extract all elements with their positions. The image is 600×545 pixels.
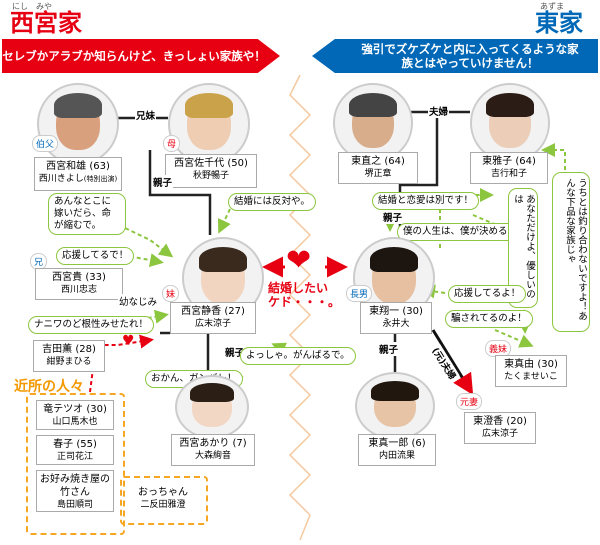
tetsuo-name: 竜テツオ (30): [43, 404, 107, 415]
ojichan-card: おっちゃん 二反田雅澄: [127, 484, 199, 514]
center-label-2: ケド・・・。: [268, 295, 341, 309]
kaoru-actor: 紺野まひる: [46, 357, 92, 367]
kazuo-name: 西宮和雄 (63): [46, 161, 110, 172]
mayu-line-bubble: うちとは釣り合わないですよ！あんな下品な家族じゃ: [552, 172, 590, 332]
nishimiya-family-title: 西宮家: [10, 9, 82, 37]
haruko-name: 春子 (55): [53, 439, 97, 450]
shoichi-name: 東翔一 (30): [369, 306, 423, 317]
sachiyo-card: 西宮佐千代 (50) 秋野暢子: [165, 154, 257, 188]
shinichiro-name: 東真一郎 (6): [368, 438, 426, 449]
mayu-actor: たくませいこ: [504, 372, 558, 382]
ojichan-box: [120, 476, 208, 525]
kazuo-photo: [37, 83, 119, 165]
sachiyo-line-bubble: 結婚には反対や。: [228, 193, 316, 211]
takashi-card: 西宮貴 (33) 西川忠志: [35, 268, 123, 300]
parent-label-4: 親子: [378, 342, 400, 356]
center-label-1: 結婚したい: [268, 281, 329, 295]
parent-label-2: 親子: [224, 345, 246, 359]
ruby-miya: みや: [36, 2, 52, 11]
takashi-actor: 西川忠志: [60, 285, 97, 295]
takashi-line-bubble: 応援してるで！: [56, 247, 135, 265]
mother-badge: 母: [163, 135, 181, 152]
ruby-azuma: あずま: [540, 2, 564, 11]
sumika-name: 東澄香 (20): [473, 416, 527, 427]
uncle-badge: 伯父: [32, 135, 59, 152]
kazuo-actor-note: (特別出演): [83, 175, 118, 183]
heart-small-icon: ♥: [122, 333, 135, 349]
shoichi-card: 東翔一 (30) 永井大: [360, 302, 432, 334]
shoichi-line-bubble: 僕の人生は、僕が決める！: [397, 223, 524, 241]
akari-actor: 大森絢音: [194, 451, 231, 461]
childhood-friend-label: 幼なじみ: [118, 294, 159, 308]
nishimiya-banner-text: セレブかアラブか知らんけど、きっしょい家族や！: [2, 49, 266, 63]
shizuka-line-bubble: よっしゃ。がんばるで。: [240, 347, 356, 365]
masako-card: 東雅子 (64) 吉行和子: [470, 152, 548, 184]
heart-icon: ❤: [286, 243, 312, 278]
sister-badge: 妹: [162, 285, 180, 302]
akari-photo: [175, 375, 249, 439]
parent-label-1: 親子: [152, 175, 174, 189]
ruby-nishi: にし: [12, 2, 28, 11]
shinichiro-actor: 内田流果: [378, 451, 415, 461]
naoyuki-actor: 堺正章: [364, 169, 392, 179]
naoyuki-name: 東直之 (64): [351, 156, 405, 167]
ojichan-actor: 二反田雅澄: [140, 500, 186, 510]
take-san-actor: 島田順司: [56, 500, 93, 510]
akari-name: 西宮あかり (7): [179, 438, 247, 449]
sumika-card: 東澄香 (20) 広末涼子: [464, 412, 536, 444]
azuma-banner-text: 強引でズケズケと内に入ってくるような家族とはやっていけません！: [361, 42, 579, 70]
naoyuki-line-bubble: 結婚と恋愛は別です！: [372, 192, 480, 210]
azuma-banner: 強引でズケズケと内に入ってくるような家族とはやっていけません！: [312, 39, 598, 73]
kazuo-card: 西宮和雄 (63) 西川きよし(特別出演): [34, 157, 122, 191]
akari-card: 西宮あかり (7) 大森絢音: [171, 434, 255, 466]
naoyuki-photo: [333, 83, 413, 163]
kaoru-name: 吉田薫 (28): [42, 344, 96, 355]
eldest-son-badge: 長男: [346, 285, 373, 302]
siblings-label: 兄妹: [135, 108, 157, 122]
haruko-actor: 正司花江: [56, 452, 93, 462]
take-san-name-1: お好み焼き屋の: [40, 474, 110, 485]
take-san-card: お好み焼き屋の 竹さん 島田順司: [36, 470, 114, 512]
tetsuo-card: 竜テツオ (30) 山口馬木也: [36, 400, 114, 430]
masako-photo: [470, 83, 550, 163]
mayu-name: 東真由 (30): [504, 359, 558, 370]
sachiyo-actor: 秋野暢子: [192, 171, 229, 181]
parent-label-3: 親子: [382, 210, 404, 224]
masako-name: 東雅子 (64): [482, 156, 536, 167]
kazuo-line-bubble: あんなとこに嫁いだら、命が縮むで。: [48, 193, 126, 235]
kaoru-line-bubble: ナニワのど根性みせたれ！: [28, 316, 155, 334]
shizuka-name: 西宮静香 (27): [181, 306, 245, 317]
take-san-name-2: 竹さん: [60, 487, 90, 498]
shizuka-actor: 広末涼子: [194, 319, 231, 329]
haruko-card: 春子 (55) 正司花江: [36, 435, 114, 465]
neighbors-title: 近所の人々: [14, 379, 84, 395]
shinichiro-photo: [355, 372, 435, 440]
tetsuo-actor: 山口馬木也: [52, 417, 98, 427]
couple-label: 夫婦: [428, 104, 450, 118]
masako-actor: 吉行和子: [490, 169, 527, 179]
shinichiro-card: 東真一郎 (6) 内田流果: [358, 434, 436, 466]
naoyuki-card: 東直之 (64) 堺正章: [338, 152, 418, 184]
shizuka-card: 西宮静香 (27) 広末涼子: [170, 302, 256, 334]
azuma-family-title: 東家: [535, 9, 583, 37]
ex-wife-badge: 元妻: [456, 393, 483, 410]
ojichan-name: おっちゃん: [138, 487, 188, 498]
shoichi-actor: 永井大: [382, 319, 410, 329]
nishimiya-banner: セレブかアラブか知らんけど、きっしょい家族や！: [2, 39, 280, 73]
center-label: 結婚したい ケド・・・。: [268, 281, 340, 309]
mayu-cheated-bubble: 騙されてるのよ！: [445, 310, 533, 328]
takashi-name: 西宮貴 (33): [52, 272, 106, 283]
sachiyo-photo: [168, 83, 250, 165]
kazuo-actor: 西川きよし: [38, 174, 84, 184]
kaoru-card: 吉田薫 (28) 紺野まひる: [33, 340, 105, 372]
sumika-actor: 広末涼子: [481, 429, 518, 439]
neighbors-box: [26, 393, 125, 535]
mayu-card: 東真由 (30) たくませいこ: [495, 355, 567, 387]
sachiyo-name: 西宮佐千代 (50): [174, 158, 248, 169]
shoichi-to-mayu-bubble: 応援してるよ！: [448, 285, 527, 303]
